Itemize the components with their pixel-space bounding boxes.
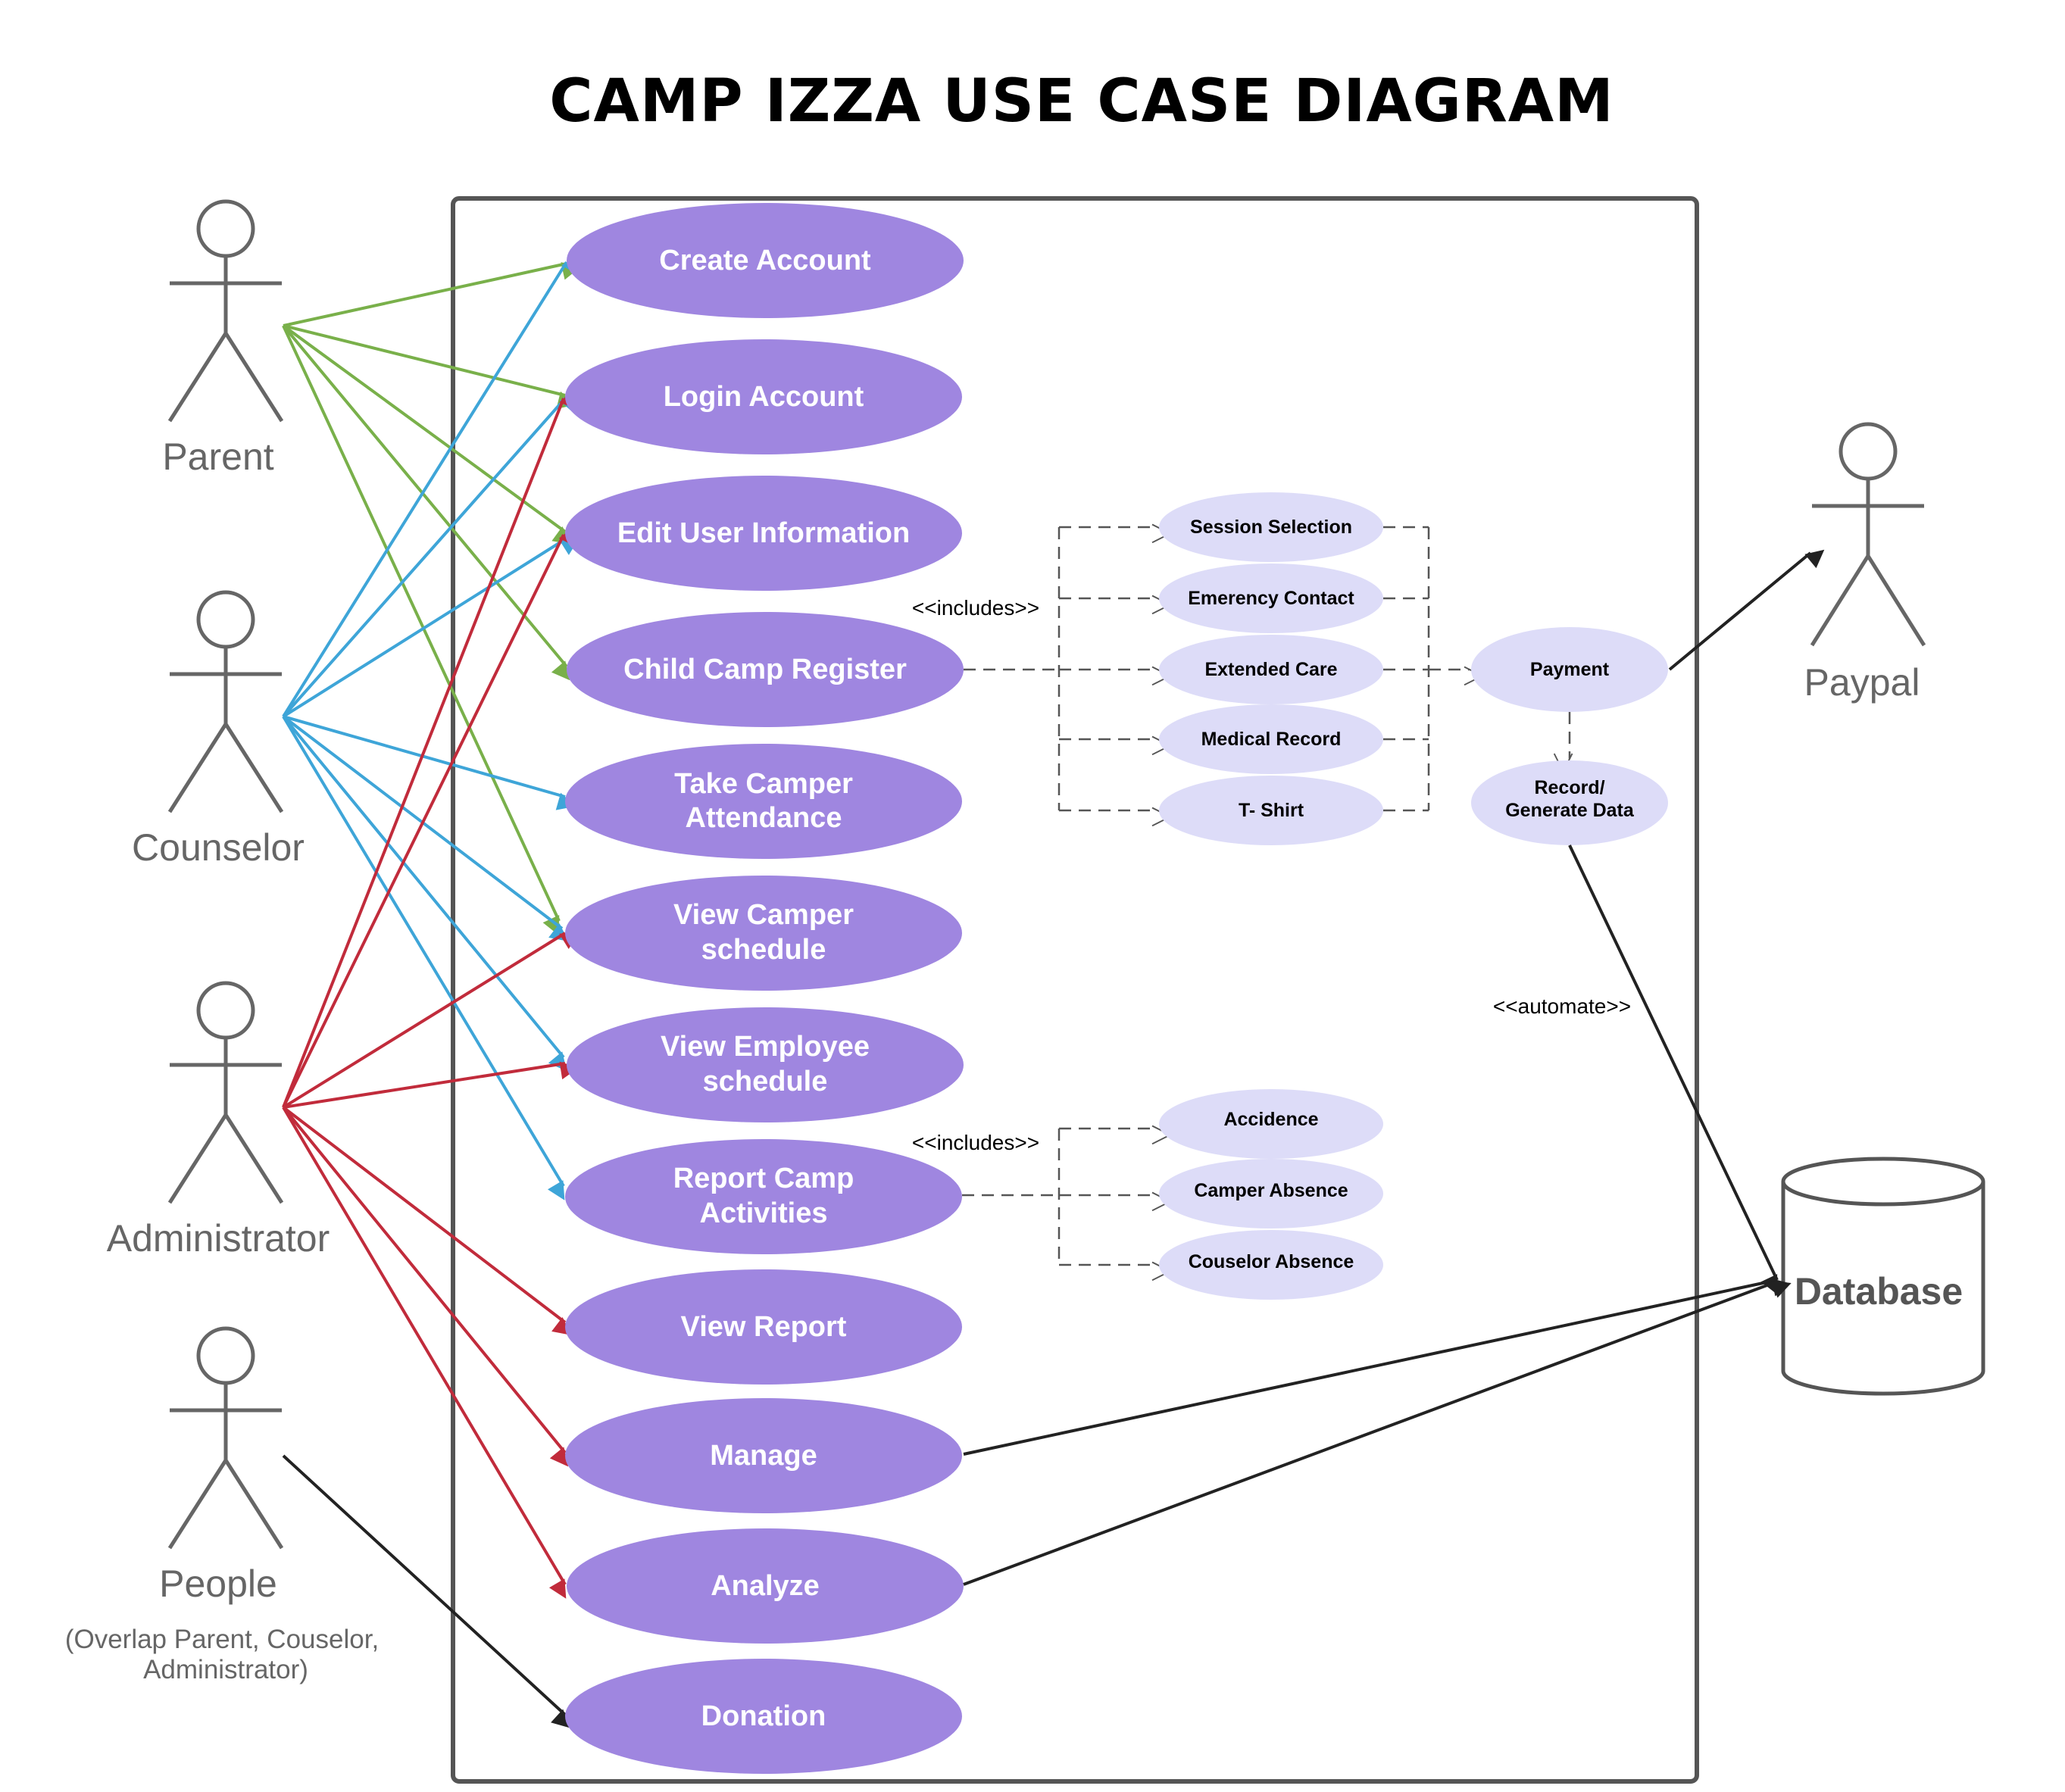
use-case-view-camper-schedule[interactable]: View Camper schedule <box>565 876 962 991</box>
counselor-to-view-employee-schedule <box>282 715 567 1072</box>
use-case-analyze[interactable]: Analyze <box>567 1528 964 1644</box>
include-t-shirt[interactable]: T- Shirt <box>1159 776 1383 845</box>
administrator-to-login-account <box>282 389 576 1108</box>
svg-text:Donation: Donation <box>701 1700 826 1732</box>
database-icon <box>1781 1157 1985 1396</box>
svg-text:Generate Data: Generate Data <box>1505 800 1635 821</box>
actor-people-note-line1: (Overlap Parent, Couselor, <box>65 1625 379 1654</box>
svg-text:Accidence: Accidence <box>1223 1109 1318 1130</box>
svg-text:Login Account: Login Account <box>664 381 864 413</box>
include-accidence[interactable]: Accidence <box>1159 1089 1383 1159</box>
svg-text:Activities: Activities <box>700 1197 828 1229</box>
svg-text:Medical Record: Medical Record <box>1201 729 1342 750</box>
include-camper-absence[interactable]: Camper Absence <box>1159 1159 1383 1228</box>
use-case-view-employee-schedule[interactable]: View Employee schedule <box>567 1007 964 1122</box>
payment-to-paypal <box>1668 549 1825 671</box>
counselor-to-edit-user-information <box>282 538 580 718</box>
system-boundary <box>451 196 1699 1784</box>
use-case-login-account[interactable]: Login Account <box>565 339 962 454</box>
svg-text:Payment: Payment <box>1530 659 1610 680</box>
svg-text:Emerency Contact: Emerency Contact <box>1188 588 1354 609</box>
actor-paypal-label: Paypal <box>1804 661 1920 704</box>
svg-text:Edit User Information: Edit User Information <box>617 517 910 549</box>
svg-text:Analyze: Analyze <box>711 1570 820 1602</box>
svg-text:Extended Care: Extended Care <box>1204 659 1337 680</box>
use-case-take-camper-attendance[interactable]: Take Camper Attendance <box>565 744 962 859</box>
parent-associations <box>282 262 581 935</box>
administrator-to-view-report <box>282 1106 572 1335</box>
actor-paypal <box>1810 422 1926 647</box>
actor-counselor <box>167 590 284 813</box>
actor-people-label: People <box>159 1563 277 1605</box>
svg-text:schedule: schedule <box>701 934 826 966</box>
svg-text:Child Camp Register: Child Camp Register <box>623 654 907 685</box>
register-include-connectors <box>964 523 1573 827</box>
automate-stereotype: <<automate>> <box>1493 994 1631 1018</box>
analyze-to-database <box>963 1280 1792 1586</box>
parent-to-edit-user-information <box>282 324 572 545</box>
use-case-child-camp-register[interactable]: Child Camp Register <box>567 612 964 727</box>
use-case-record-generate-data[interactable]: Record/ Generate Data <box>1471 760 1668 845</box>
parent-to-create-account <box>283 262 581 327</box>
actor-people-note-line2: Administrator) <box>143 1655 308 1684</box>
include-medical-record[interactable]: Medical Record <box>1159 704 1383 774</box>
svg-text:Record/: Record/ <box>1534 777 1604 798</box>
administrator-to-view-employee-schedule <box>283 1061 579 1109</box>
parent-to-view-camper-schedule <box>282 325 561 935</box>
use-case-payment[interactable]: Payment <box>1471 627 1668 712</box>
administrator-to-view-camper-schedule <box>282 932 580 1109</box>
svg-text:View Employee: View Employee <box>661 1031 870 1063</box>
record-to-database <box>1568 844 1779 1294</box>
use-case-view-report[interactable]: View Report <box>565 1269 962 1385</box>
counselor-to-take-camper-attendance <box>283 715 576 810</box>
svg-text:Session Selection: Session Selection <box>1190 517 1352 538</box>
use-case-edit-user-information[interactable]: Edit User Information <box>565 476 962 591</box>
actor-parent-label: Parent <box>162 436 273 478</box>
administrator-associations <box>282 389 580 1599</box>
use-case-donation[interactable]: Donation <box>565 1659 962 1774</box>
actor-administrator <box>167 981 284 1204</box>
use-case-manage[interactable]: Manage <box>565 1398 962 1513</box>
report-includes-stereotype: <<includes>> <box>912 1131 1039 1154</box>
counselor-to-report-camp-activities <box>282 715 565 1200</box>
svg-text:Couselor Absence: Couselor Absence <box>1189 1251 1354 1272</box>
include-extended-care[interactable]: Extended Care <box>1159 635 1383 704</box>
use-case-create-account[interactable]: Create Account <box>567 203 964 318</box>
svg-text:Take Camper: Take Camper <box>674 768 853 800</box>
parent-to-login-account <box>283 324 576 410</box>
administrator-to-edit-user-information <box>282 526 576 1108</box>
counselor-to-login-account <box>282 392 579 718</box>
actor-people <box>167 1326 284 1550</box>
people-to-donation <box>282 1454 570 1728</box>
database-label: Database <box>1795 1270 1963 1313</box>
actor-administrator-label: Administrator <box>107 1217 330 1260</box>
administrator-to-manage <box>282 1106 569 1467</box>
administrator-to-analyze <box>282 1106 567 1599</box>
svg-text:Camper Absence: Camper Absence <box>1194 1180 1348 1201</box>
counselor-associations <box>282 254 580 1200</box>
include-session-selection[interactable]: Session Selection <box>1159 492 1383 562</box>
include-couselor-absence[interactable]: Couselor Absence <box>1159 1230 1383 1300</box>
actor-parent <box>167 199 284 423</box>
use-case-report-camp-activities[interactable]: Report Camp Activities <box>565 1139 962 1254</box>
svg-text:View Camper: View Camper <box>673 899 854 931</box>
svg-text:T- Shirt: T- Shirt <box>1239 800 1304 821</box>
svg-text:View Report: View Report <box>681 1311 847 1343</box>
svg-text:Manage: Manage <box>710 1440 817 1472</box>
svg-text:Report Camp: Report Camp <box>673 1163 854 1194</box>
svg-text:schedule: schedule <box>703 1066 828 1097</box>
manage-to-database <box>963 1278 1792 1456</box>
report-include-connectors <box>962 1125 1172 1282</box>
svg-text:Create Account: Create Account <box>659 245 871 276</box>
actor-counselor-label: Counselor <box>132 826 305 869</box>
register-includes-stereotype: <<includes>> <box>912 596 1039 620</box>
diagram-title: CAMP IZZA USE CASE DIAGRAM <box>549 67 1614 136</box>
include-emergency-contact[interactable]: Emerency Contact <box>1159 564 1383 633</box>
svg-text:Attendance: Attendance <box>686 802 842 834</box>
parent-to-child-camp-register <box>282 324 570 681</box>
counselor-to-create-account <box>282 254 580 718</box>
